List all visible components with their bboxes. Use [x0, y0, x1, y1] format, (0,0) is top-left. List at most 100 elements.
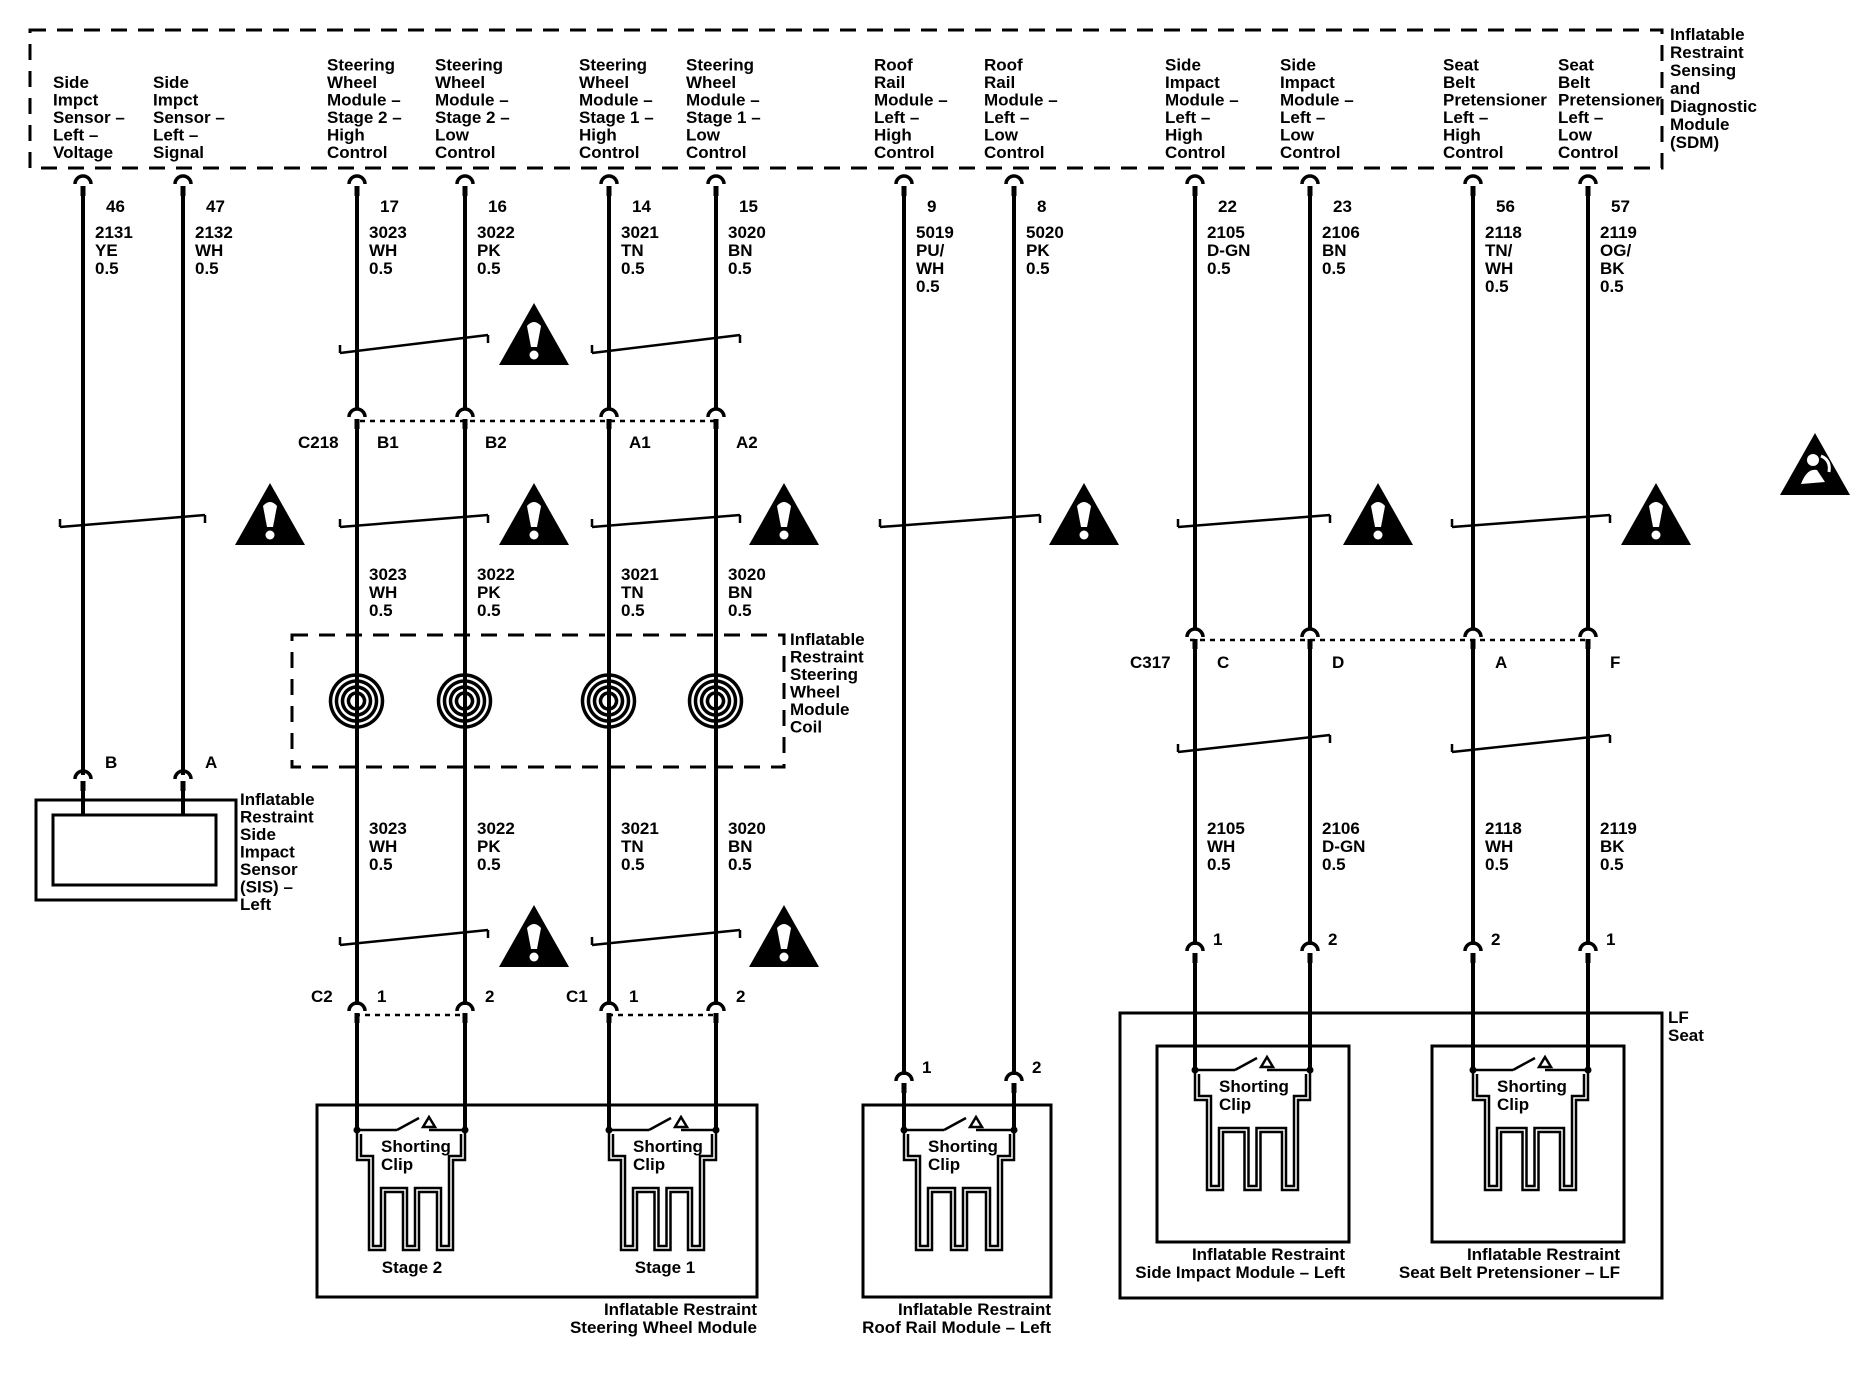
component-labels: InflatableRestraintSteeringWheelModuleCo…	[240, 630, 1704, 1337]
terminal-label: Impct	[153, 91, 199, 110]
connector-pin-icon	[599, 407, 619, 431]
terminal-label: Rail	[874, 73, 905, 92]
connector-pin: 1	[1213, 930, 1222, 949]
connector-pin: A	[205, 753, 217, 772]
sis-label: Restraint	[240, 808, 314, 827]
sdm-pin-icon	[894, 174, 914, 198]
circuit-label: 3020	[728, 223, 766, 242]
seat-label: LF	[1668, 1008, 1689, 1027]
terminal-label: Module –	[1280, 91, 1354, 110]
terminal-label: Pretensioner	[1443, 91, 1547, 110]
pin-number: 16	[488, 197, 507, 216]
terminal-label: Seat	[1443, 56, 1479, 75]
sdm-title-line: and	[1670, 79, 1700, 98]
circuit-label: 0.5	[369, 601, 393, 620]
harness-break	[590, 513, 742, 529]
connector-pin: 1	[377, 987, 386, 1006]
pretensioner-label: Inflatable Restraint	[1467, 1245, 1620, 1264]
terminal-label: High	[327, 126, 365, 145]
connector-pin-icon	[347, 1001, 367, 1025]
squib-icon	[1471, 1070, 1590, 1192]
sis-inner-box	[51, 813, 218, 887]
circuit-label: 3023	[369, 819, 407, 838]
terminal-label: Left –	[153, 126, 198, 145]
side-impact-module-label: Inflatable Restraint	[1192, 1245, 1345, 1264]
circuit-label: WH	[369, 837, 397, 856]
terminal-label: Module –	[874, 91, 948, 110]
circuit-label: 3021	[621, 819, 659, 838]
connector-pin: 2	[1491, 930, 1500, 949]
terminal-label: Left –	[53, 126, 98, 145]
sdm-pin-icon	[1300, 174, 1320, 198]
circuit-label: 2119	[1600, 819, 1637, 838]
harness-break	[1176, 733, 1332, 754]
terminal-label: High	[579, 126, 617, 145]
circuit-label: 0.5	[1600, 855, 1624, 874]
circuit-label: 2106	[1322, 223, 1360, 242]
harness-break	[878, 513, 1042, 529]
circuit-label: 0.5	[369, 259, 393, 278]
circuit-label: 5019	[916, 223, 954, 242]
circuit-label: WH	[1485, 837, 1513, 856]
terminal-label: Stage 2 –	[435, 108, 510, 127]
shorting-clip-label: Shorting	[381, 1137, 451, 1156]
connector-pin-icon	[1463, 941, 1483, 965]
sdm-title-line: Inflatable	[1670, 25, 1745, 44]
terminal-label: Control	[686, 143, 746, 162]
circuit-label: 3022	[477, 223, 515, 242]
connector-pin-icon	[706, 1001, 726, 1025]
terminal-label: Left –	[1443, 108, 1488, 127]
circuit-label: 0.5	[477, 601, 501, 620]
terminal-label: Steering	[435, 56, 503, 75]
steering-module-box	[315, 1103, 759, 1299]
shorting-clip-label: Clip	[1497, 1095, 1529, 1114]
sdm-module: InflatableRestraintSensingandDiagnosticM…	[28, 25, 1757, 296]
connector-name: C2	[311, 987, 333, 1006]
connector-pin-icon	[455, 1001, 475, 1025]
shorting-clip-label: Clip	[633, 1155, 665, 1174]
sdm-title-line: Diagnostic	[1670, 97, 1757, 116]
circuit-label: 2131	[95, 223, 133, 242]
shorting-clip-label: Shorting	[928, 1137, 998, 1156]
terminal-label: Left –	[1558, 108, 1603, 127]
sdm-pin-icon	[706, 174, 726, 198]
shorting-clip-label: Shorting	[633, 1137, 703, 1156]
circuit-label: 0.5	[1485, 855, 1509, 874]
terminal-label: Voltage	[53, 143, 113, 162]
terminal-label: Wheel	[327, 73, 377, 92]
pin-number: 15	[739, 197, 758, 216]
shorting-clip-label: Shorting	[1219, 1077, 1289, 1096]
warning-triangle-icon	[749, 483, 819, 545]
harness-break	[1450, 513, 1612, 529]
connector-pin: D	[1332, 653, 1344, 672]
connector-pin-icon	[1578, 941, 1598, 965]
coil-label: Restraint	[790, 648, 864, 667]
terminal-label: Low	[1558, 126, 1593, 145]
sdm-pin-icon	[599, 174, 619, 198]
terminal-label: Control	[1165, 143, 1225, 162]
circuit-label: 0.5	[1600, 277, 1624, 296]
sdm-title: InflatableRestraintSensingandDiagnosticM…	[1670, 25, 1757, 152]
circuit-label: BN	[728, 583, 753, 602]
connector-pin: 2	[485, 987, 494, 1006]
circuit-label: 0.5	[621, 259, 645, 278]
warning-triangle-icon	[1343, 483, 1413, 545]
circuit-label: BN	[1322, 241, 1347, 260]
terminal-label: Control	[1443, 143, 1503, 162]
terminal-label: High	[874, 126, 912, 145]
connector-pin: A	[1495, 653, 1507, 672]
connector-pin: B1	[377, 433, 399, 452]
circuit-label: 0.5	[1207, 259, 1231, 278]
harness-break	[1450, 733, 1612, 754]
pin-number: 22	[1218, 197, 1237, 216]
terminal-label: Control	[327, 143, 387, 162]
terminal-label: Left –	[984, 108, 1029, 127]
